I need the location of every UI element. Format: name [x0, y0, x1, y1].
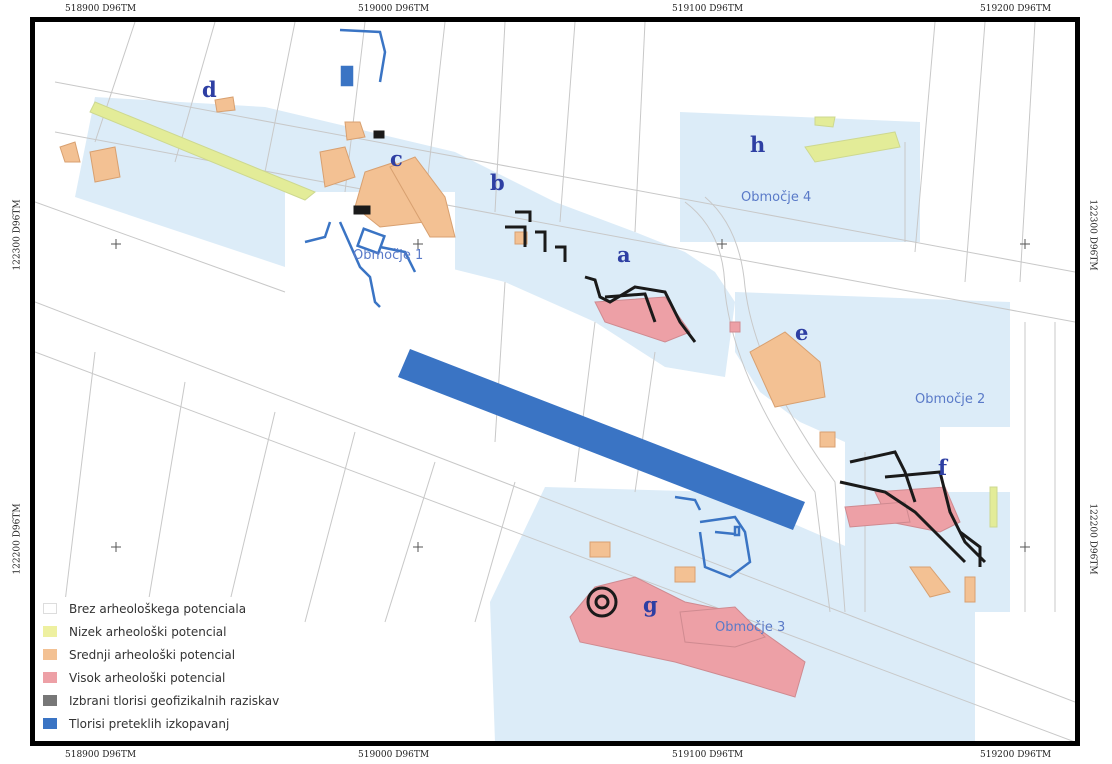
coord-bottom-1: 518900 D96TM: [65, 750, 137, 760]
medium-potential-areas: [59, 96, 976, 603]
legend-item-no-potential: Brez arheološkega potenciala: [43, 597, 279, 620]
curved-road: [684, 201, 831, 613]
coord-top-1: 518900 D96TM: [65, 4, 137, 14]
parcel-lines: [35, 22, 1075, 741]
site-label-g: g: [643, 592, 658, 617]
legend-item-medium-potential: Srednji arheološki potencial: [43, 643, 279, 666]
zone-4-area: [680, 112, 920, 242]
site-label-h: h: [750, 132, 766, 157]
legend-item-geophysics: Izbrani tlorisi geofizikalnih raziskav: [43, 689, 279, 712]
legend-label: Tlorisi preteklih izkopavanj: [69, 716, 230, 731]
map-canvas: [35, 22, 1075, 741]
map-frame: a b c d e f g h Območje 1 Območje 2 Obmo…: [30, 17, 1080, 746]
legend-swatch: [43, 649, 57, 660]
legend-label: Visok arheološki potencial: [69, 670, 226, 685]
legend-item-low-potential: Nizek arheološki potencial: [43, 620, 279, 643]
zone-label-1: Območje 1: [353, 248, 424, 263]
site-label-e: e: [795, 320, 809, 345]
past-excavations: [304, 28, 752, 579]
legend-swatch: [43, 626, 57, 637]
zone-label-3: Območje 3: [715, 620, 786, 635]
legend-label: Srednji arheološki potencial: [69, 647, 236, 662]
site-label-d: d: [202, 77, 217, 102]
coord-right-1: 122300 D96TM: [1087, 199, 1098, 271]
site-label-c: c: [390, 146, 403, 171]
site-label-a: a: [617, 242, 631, 267]
coord-top-3: 519100 D96TM: [672, 4, 744, 14]
map-legend: Brez arheološkega potenciala Nizek arheo…: [43, 597, 280, 735]
coord-bottom-4: 519200 D96TM: [980, 750, 1052, 760]
legend-label: Brez arheološkega potenciala: [69, 601, 247, 616]
curved-road-2: [704, 196, 846, 613]
low-potential-areas: [89, 101, 998, 528]
coord-top-2: 519000 D96TM: [358, 4, 430, 14]
grid-crosses: [111, 239, 1030, 552]
coord-left-2: 122200 D96TM: [12, 503, 23, 575]
legend-label: Nizek arheološki potencial: [69, 624, 227, 639]
coord-bottom-2: 519000 D96TM: [358, 750, 430, 760]
geophysics-plans: [353, 130, 987, 618]
zone-label-4: Območje 4: [741, 190, 812, 205]
coord-left-1: 122300 D96TM: [12, 199, 23, 271]
coord-bottom-3: 519100 D96TM: [672, 750, 744, 760]
site-label-f: f: [938, 455, 948, 480]
site-label-b: b: [490, 170, 505, 195]
coord-top-4: 519200 D96TM: [980, 4, 1052, 14]
coord-right-2: 122200 D96TM: [1087, 503, 1098, 575]
legend-swatch: [43, 603, 57, 614]
legend-swatch: [43, 718, 57, 729]
legend-item-high-potential: Visok arheološki potencial: [43, 666, 279, 689]
blank-area-2: [940, 427, 1010, 492]
zone-label-2: Območje 2: [915, 392, 986, 407]
legend-item-excavations: Tlorisi preteklih izkopavanj: [43, 712, 279, 735]
past-excavation-strip: [398, 349, 805, 530]
legend-label: Izbrani tlorisi geofizikalnih raziskav: [69, 693, 280, 708]
legend-swatch: [43, 695, 57, 706]
legend-swatch: [43, 672, 57, 683]
